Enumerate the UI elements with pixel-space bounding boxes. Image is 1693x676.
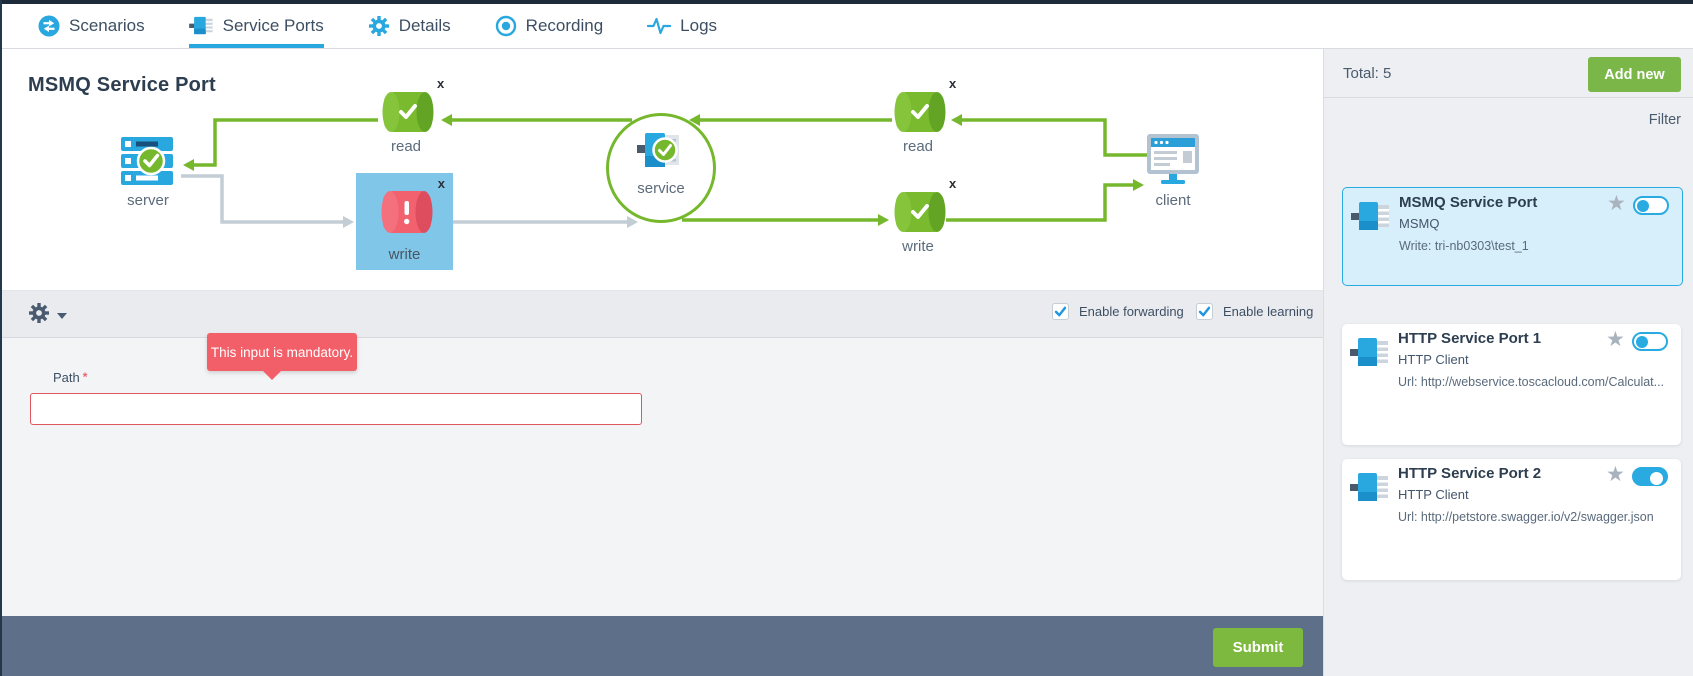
- service-port-plug-icon: [1351, 199, 1391, 238]
- gear-icon: [28, 302, 50, 329]
- toggle-knob: [1637, 199, 1649, 212]
- close-icon[interactable]: x: [949, 176, 957, 191]
- close-icon[interactable]: x: [437, 76, 445, 91]
- close-icon[interactable]: x: [949, 76, 957, 91]
- card-type: MSMQ: [1399, 216, 1440, 231]
- read-right-label: read: [902, 138, 934, 155]
- close-icon[interactable]: x: [437, 176, 445, 191]
- path-input[interactable]: [30, 393, 642, 425]
- pulse-icon: [647, 16, 672, 36]
- window-left-edge: [0, 0, 2, 676]
- diagram-connections: [181, 114, 1147, 228]
- tab-scenarios[interactable]: Scenarios: [38, 4, 145, 48]
- client-label: client: [1155, 192, 1191, 209]
- server-label: server: [127, 192, 169, 209]
- service-port-plug-icon: [1350, 335, 1390, 374]
- sidebar-divider: [1324, 97, 1693, 98]
- tab-service-ports[interactable]: Service Ports: [188, 4, 324, 48]
- read-node-right[interactable]: [890, 90, 946, 139]
- settings-gear-button[interactable]: [28, 302, 67, 329]
- scenarios-swap-icon: [38, 15, 60, 37]
- footer-bar: [2, 616, 1323, 676]
- path-field-label: Path*: [53, 370, 88, 385]
- write-left-label: write: [388, 246, 421, 263]
- client-icon: [1145, 132, 1201, 191]
- settings-bar: [2, 290, 1323, 338]
- window-top-strip: [0, 0, 1693, 4]
- write-right-label: write: [902, 238, 934, 255]
- service-node[interactable]: service: [606, 113, 716, 223]
- favorite-star-icon[interactable]: ★: [1606, 463, 1625, 486]
- record-icon: [495, 15, 517, 37]
- enable-learning-checkbox[interactable]: [1196, 303, 1213, 320]
- enable-forwarding-checkbox[interactable]: [1052, 303, 1069, 320]
- service-label: service: [637, 180, 685, 197]
- tab-logs[interactable]: Logs: [647, 4, 717, 48]
- service-port-plug-icon: [1350, 470, 1390, 509]
- favorite-star-icon[interactable]: ★: [1607, 192, 1626, 215]
- card-title: MSMQ Service Port: [1399, 194, 1538, 211]
- toggle-knob: [1650, 472, 1663, 485]
- chevron-down-icon: [57, 312, 67, 319]
- card-type: HTTP Client: [1398, 352, 1469, 367]
- card-detail: Write: tri-nb0303\test_1: [1399, 239, 1529, 253]
- card-toggle[interactable]: [1632, 467, 1668, 486]
- required-asterisk: *: [82, 370, 88, 384]
- card-toggle[interactable]: [1633, 196, 1669, 215]
- card-title: HTTP Service Port 1: [1398, 330, 1542, 347]
- card-title: HTTP Service Port 2: [1398, 465, 1542, 482]
- card-toggle[interactable]: [1632, 332, 1668, 351]
- service-port-card-http1[interactable]: HTTP Service Port 1 HTTP Client Url: htt…: [1342, 324, 1681, 445]
- add-new-button[interactable]: Add new: [1588, 57, 1681, 92]
- card-detail: Url: http://webservice.toscacloud.com/Ca…: [1398, 375, 1665, 389]
- page-title: MSMQ Service Port: [28, 74, 216, 96]
- tab-label: Recording: [525, 15, 604, 35]
- favorite-star-icon[interactable]: ★: [1606, 328, 1625, 351]
- form-area: [2, 338, 1323, 616]
- toggle-knob: [1636, 335, 1648, 348]
- gear-icon: [368, 15, 390, 37]
- write-node-left-selected[interactable]: x write: [356, 173, 453, 270]
- submit-button[interactable]: Submit: [1213, 628, 1303, 667]
- write-node-right[interactable]: [890, 190, 946, 239]
- enable-learning-label: Enable learning: [1223, 304, 1314, 319]
- tab-label: Details: [398, 15, 451, 35]
- tab-label: Logs: [680, 15, 718, 35]
- tab-label: Service Ports: [222, 15, 324, 35]
- service-port-card-msmq[interactable]: MSMQ Service Port MSMQ Write: tri-nb0303…: [1342, 187, 1683, 286]
- service-icon: [637, 129, 685, 178]
- total-count-label: Total: 5: [1343, 65, 1392, 82]
- tab-recording[interactable]: Recording: [495, 4, 604, 48]
- card-detail: Url: http://petstore.swagger.io/v2/swagg…: [1398, 510, 1654, 524]
- filter-label[interactable]: Filter: [1648, 112, 1681, 128]
- tab-label: Scenarios: [69, 15, 145, 35]
- validation-tooltip: This input is mandatory.: [207, 333, 357, 380]
- top-navigation: Scenarios Service Ports Details Recordin…: [0, 4, 1693, 49]
- server-icon: [118, 133, 176, 194]
- read-node-left[interactable]: [378, 90, 434, 139]
- card-type: HTTP Client: [1398, 487, 1469, 502]
- service-port-card-http2[interactable]: HTTP Service Port 2 HTTP Client Url: htt…: [1342, 459, 1681, 580]
- enable-forwarding-label: Enable forwarding: [1079, 304, 1184, 319]
- service-port-plug-icon: [188, 15, 214, 36]
- tab-details[interactable]: Details: [368, 4, 451, 48]
- read-left-label: read: [390, 138, 422, 155]
